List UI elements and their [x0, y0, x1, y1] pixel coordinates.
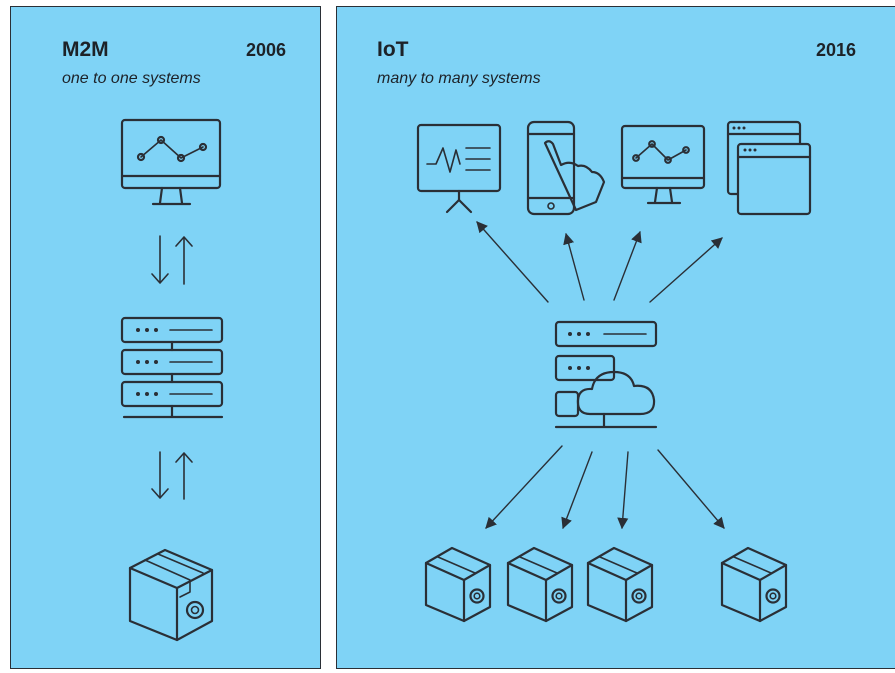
iot-title: IoT — [377, 38, 409, 61]
m2m-subtitle: one to one systems — [62, 70, 201, 87]
iot-year: 2016 — [816, 40, 857, 60]
m2m-year: 2006 — [246, 40, 287, 60]
m2m-title: M2M — [62, 38, 109, 61]
iot-panel — [336, 6, 895, 669]
m2m-panel — [10, 6, 321, 669]
iot-subtitle: many to many systems — [377, 70, 541, 87]
